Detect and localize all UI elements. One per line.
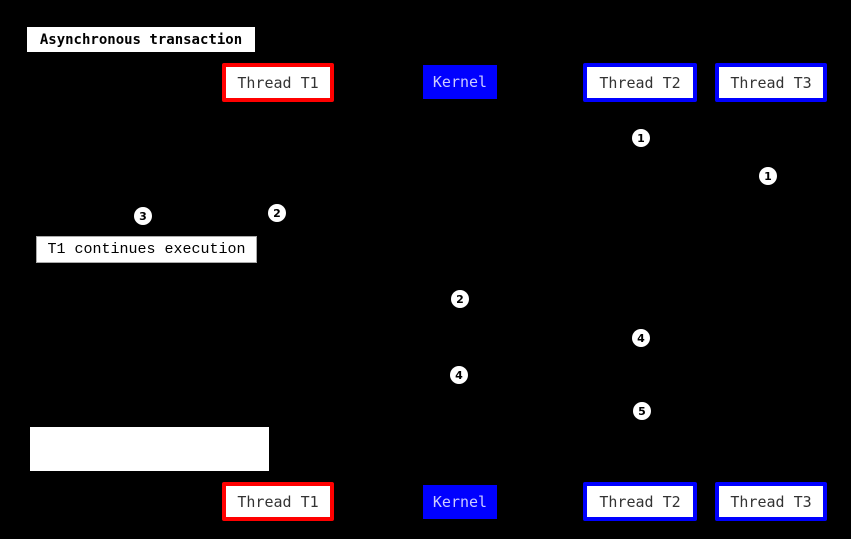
- actor-thread-t3-bottom: Thread T3: [715, 482, 827, 521]
- sequence-number-badge: 2: [451, 290, 469, 308]
- sequence-number-badge: 3: [134, 207, 152, 225]
- sequence-number-badge: 1: [632, 129, 650, 147]
- sequence-number-badge: 5: [633, 402, 651, 420]
- actor-thread-t2-bottom: Thread T2: [583, 482, 697, 521]
- empty-note-box: [30, 427, 269, 471]
- actor-thread-t2-top: Thread T2: [583, 63, 697, 102]
- actor-thread-t1-bottom: Thread T1: [222, 482, 334, 521]
- actor-kernel-label: Kernel: [432, 73, 488, 91]
- actor-thread-t1-top: Thread T1: [222, 63, 334, 102]
- actor-thread-t1-label: Thread T1: [237, 73, 319, 92]
- actor-kernel-label: Kernel: [432, 493, 488, 511]
- actor-thread-t3-label: Thread T3: [730, 492, 812, 511]
- note-t1-continues-execution: T1 continues execution: [36, 236, 257, 263]
- sequence-number-badge: 4: [450, 366, 468, 384]
- actor-thread-t2-label: Thread T2: [599, 492, 681, 511]
- actor-thread-t3-label: Thread T3: [730, 73, 812, 92]
- actor-thread-t3-top: Thread T3: [715, 63, 827, 102]
- sequence-number-badge: 4: [632, 329, 650, 347]
- sequence-number-badge: 2: [268, 204, 286, 222]
- actor-thread-t2-label: Thread T2: [599, 73, 681, 92]
- actor-kernel-bottom: Kernel: [423, 485, 497, 519]
- diagram-title: Asynchronous transaction: [27, 27, 255, 52]
- actor-thread-t1-label: Thread T1: [237, 492, 319, 511]
- sequence-number-badge: 1: [759, 167, 777, 185]
- actor-kernel-top: Kernel: [423, 65, 497, 99]
